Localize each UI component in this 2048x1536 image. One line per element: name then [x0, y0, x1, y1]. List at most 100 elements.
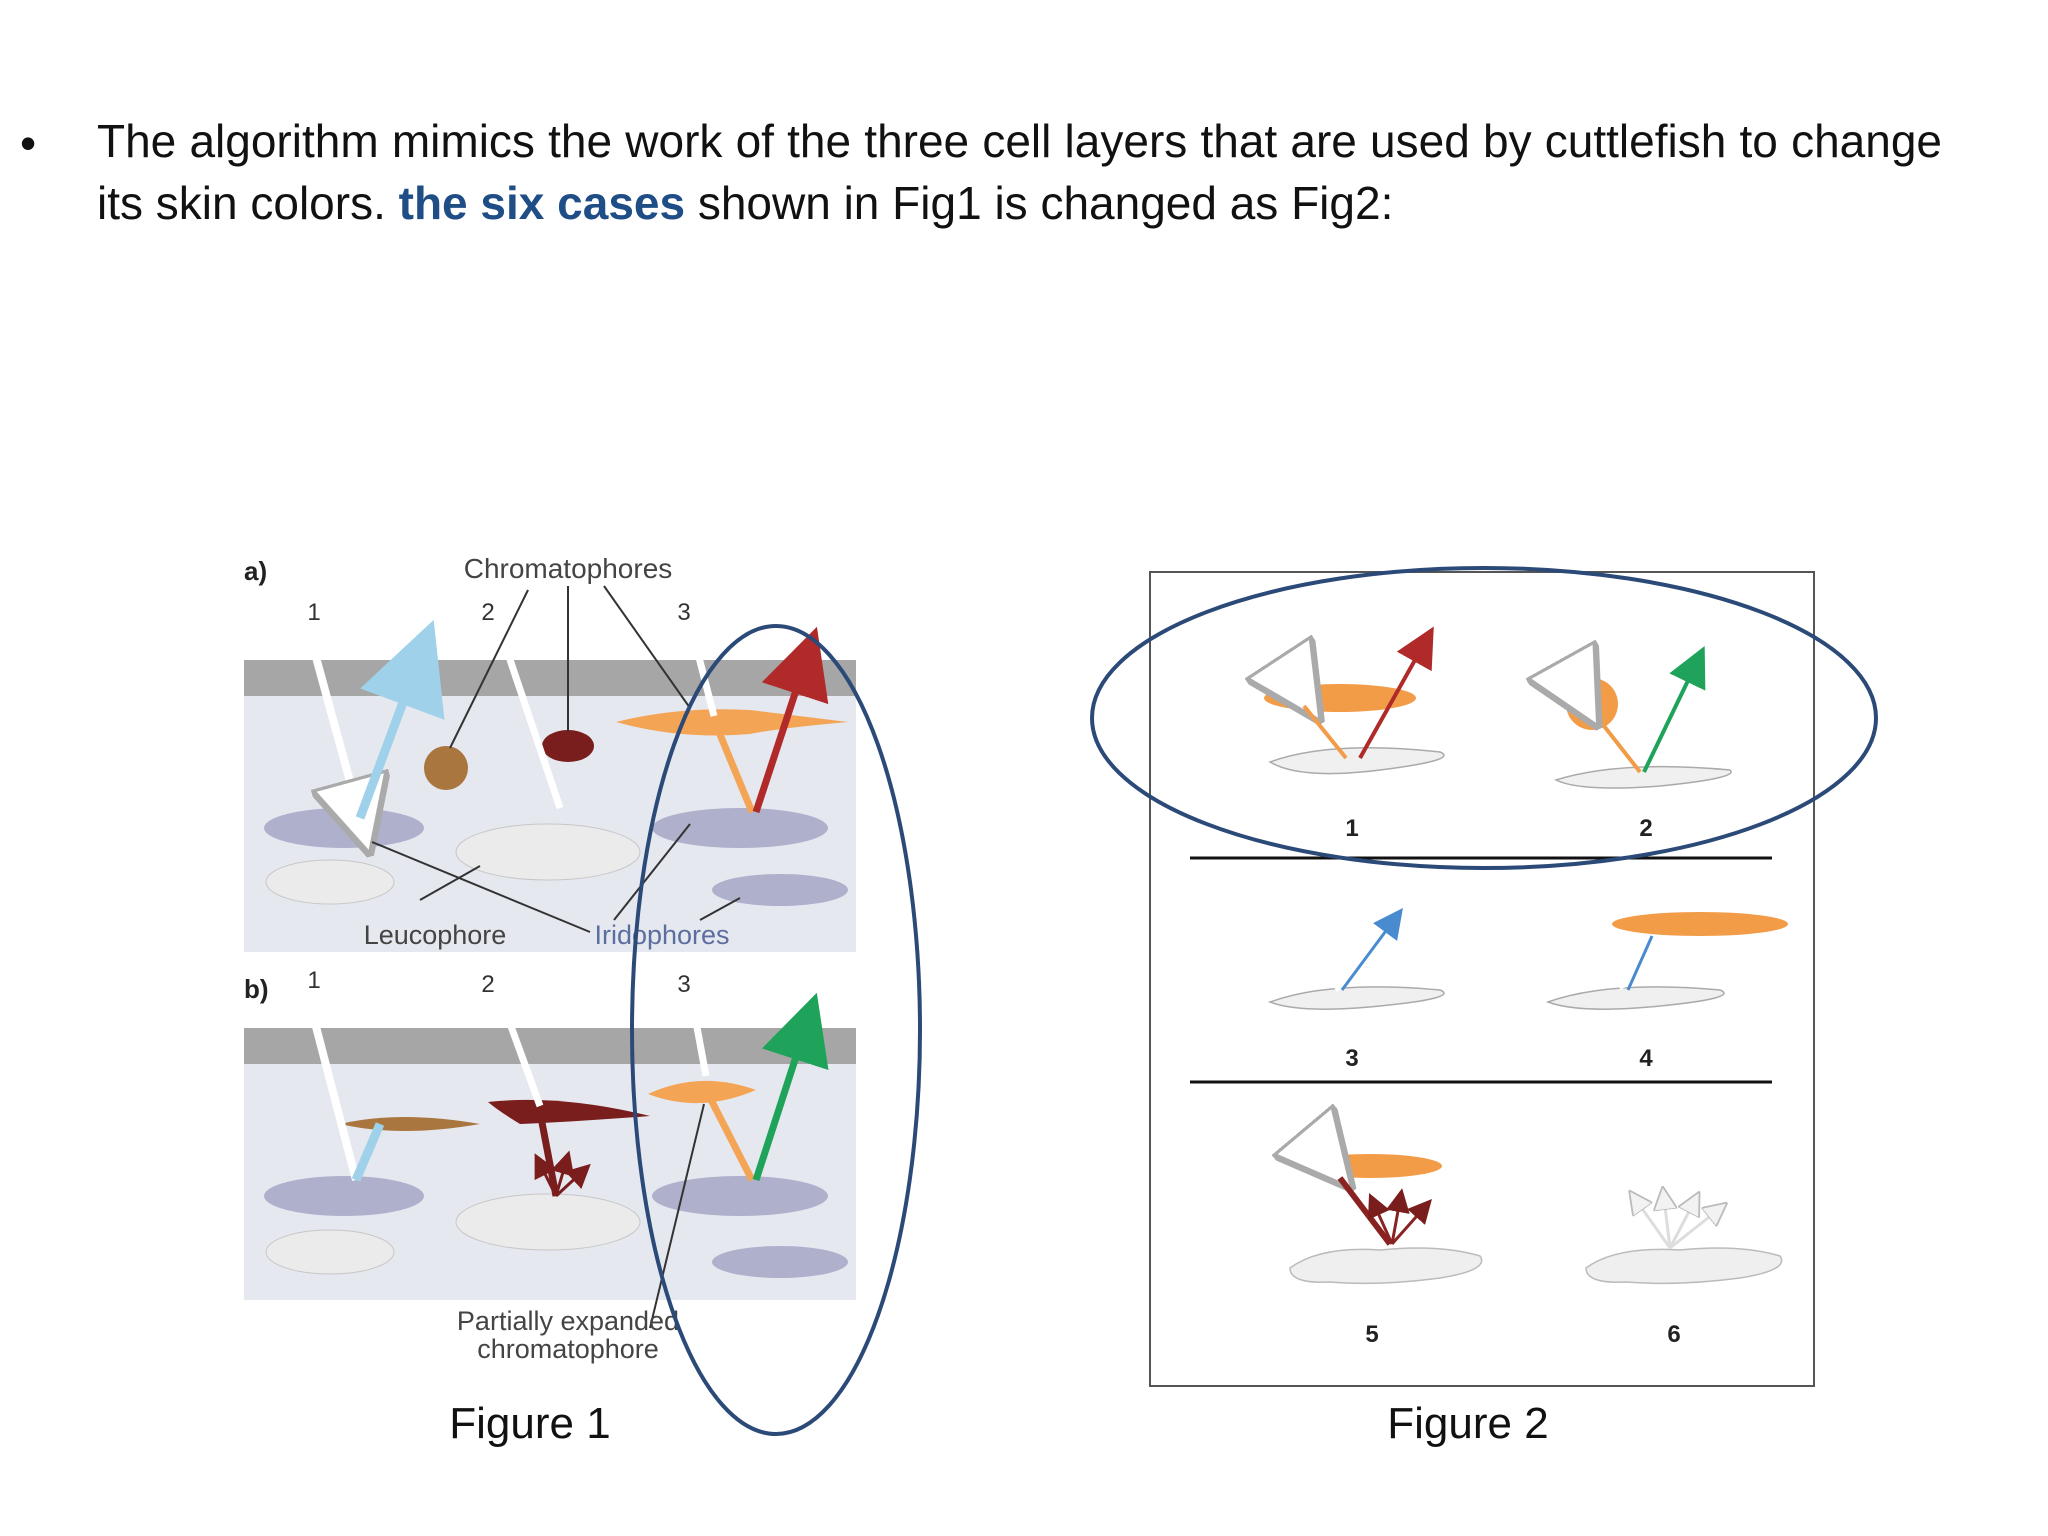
fig2-case-5-number: 5: [1365, 1321, 1378, 1348]
fig2-case-3: 3: [1267, 884, 1445, 1072]
fig1-b-case-3: 3: [677, 971, 690, 998]
fig2-case-2-number: 2: [1639, 815, 1652, 842]
reflected-light-case3: [1340, 907, 1403, 991]
scatter-case5-1: [1367, 1193, 1394, 1245]
bullet-text: The algorithm mimics the work of the thr…: [97, 110, 1942, 234]
panel-a-background: [244, 660, 856, 952]
filtered-light-b3: [702, 1088, 756, 1182]
incident-light-b1: [304, 994, 360, 1182]
fig2-case-3-number: 3: [1345, 1045, 1358, 1072]
fig2-case-6: 6: [1585, 1114, 1783, 1348]
scatter-case6-4: [1669, 1210, 1718, 1250]
scatter-b2-3: [554, 1163, 591, 1198]
scatter-case5-2: [1386, 1188, 1410, 1245]
iridophore-b3: [652, 1176, 828, 1216]
fig1-b-case-1: 1: [307, 967, 320, 994]
scatter-case5-3: [1390, 1199, 1432, 1245]
bullet-text-part1: The algorithm mimics the work of the thr…: [97, 115, 1942, 229]
panel-b-skin-layer: [244, 1028, 856, 1064]
chromatophore-brown-a: [424, 746, 468, 790]
scatter-case6-3: [1668, 1202, 1694, 1249]
reflected-light-b3: [752, 992, 829, 1182]
fig2-case-2: 2: [1550, 638, 1732, 842]
chromatophore-red-a: [542, 730, 594, 762]
partially-expanded-label-line1: Partially expanded: [457, 1306, 679, 1336]
incident-light-case5: [1276, 1095, 1328, 1160]
reflected-light-case2: [1642, 645, 1706, 773]
incident-light-case6: [1592, 1114, 1672, 1248]
leucophore-a2: [455, 823, 641, 881]
chromatophore-red-b-expanded: [488, 1099, 650, 1124]
figure-1-highlight-ellipse: [630, 624, 922, 1436]
leucophore-case4: [1545, 986, 1725, 1010]
leucophore-label: Leucophore: [364, 920, 507, 950]
fig1-a-case-1: 1: [307, 599, 320, 626]
incident-light-b3: [688, 999, 710, 1077]
panel-a-skin-layer: [244, 660, 856, 696]
incident-light-case2: [1550, 638, 1580, 694]
fig1-b-case-2: 2: [481, 971, 494, 998]
figure-2-highlight-ellipse: [1090, 566, 1878, 870]
pointer-chromatophore-1: [449, 589, 529, 749]
reflected-light-b1: [351, 1122, 385, 1182]
incident-light-a2: [496, 628, 564, 810]
fig2-case-6-number: 6: [1667, 1321, 1680, 1348]
iridophores-label: Iridophores: [594, 920, 729, 950]
scatter-b2-1: [534, 1153, 558, 1197]
bullet-marker: •: [20, 117, 37, 169]
incident-light-case4: [1572, 888, 1628, 990]
incident-light-case1: [1262, 629, 1300, 690]
absorbed-light-case5: [1337, 1176, 1393, 1246]
partially-expanded-label-line2: chromatophore: [477, 1334, 659, 1364]
chromatophores-label: Chromatophores: [464, 553, 673, 584]
reflected-light-case4: [1626, 935, 1654, 991]
leucophore-case5: [1289, 1247, 1483, 1285]
chromatophore-orange-b-partial: [648, 1080, 756, 1104]
iridophore-a3-lower: [712, 874, 848, 906]
pointer-partially-expanded: [649, 1103, 705, 1329]
figure-1-caption: Figure 1: [449, 1399, 610, 1448]
panel-b-label: b): [244, 974, 269, 1004]
leucophore-case1: [1268, 747, 1445, 775]
fig2-case-5: 5: [1276, 1095, 1483, 1348]
leucophore-b2: [455, 1193, 641, 1251]
bullet-text-part2: shown in Fig1 is changed as Fig2:: [685, 177, 1394, 229]
scatter-b2-2: [551, 1150, 575, 1197]
figure-1: a) b) Chromatophores 1 2 3 1 2 3: [244, 553, 922, 1448]
fig2-case-4-number: 4: [1639, 1045, 1653, 1072]
reflected-light-a1: [355, 619, 445, 820]
fig1-a-case-3: 3: [677, 599, 690, 626]
fig2-case-1-number: 1: [1345, 815, 1358, 842]
scatter-case6-1: [1636, 1200, 1672, 1249]
fig2-case-4: 4: [1545, 888, 1788, 1072]
chromatophore-case4: [1612, 912, 1788, 936]
incident-light-a1: [304, 626, 360, 818]
chromatophore-case5: [1298, 1154, 1442, 1178]
iridophore-a1: [264, 808, 424, 848]
figure-2: 1 2 3 4: [1090, 566, 1878, 1448]
iridophore-a3: [652, 808, 828, 848]
iridophore-b3-lower: [712, 1246, 848, 1278]
filtered-light-case2: [1602, 724, 1642, 774]
incident-light-case3: [1282, 884, 1344, 992]
filtered-light-a3: [710, 718, 756, 814]
pointer-iridophore-3: [699, 897, 741, 921]
leucophore-case6: [1585, 1247, 1783, 1285]
incident-light-a3: [688, 629, 718, 717]
bullet-paragraph: • The algorithm mimics the work of the t…: [0, 110, 2048, 260]
panel-a-label: a): [244, 556, 267, 586]
incident-light-b2: [496, 994, 544, 1108]
reflected-light-a3: [752, 626, 829, 814]
pointer-chromatophore-3: [603, 585, 691, 709]
bullet-highlight: the six cases: [398, 177, 686, 229]
leucophore-case2: [1553, 765, 1732, 789]
figure-2-caption: Figure 2: [1387, 1399, 1548, 1448]
scatter-case6-2: [1664, 1198, 1670, 1249]
reflected-light-case1: [1358, 626, 1434, 759]
leucophore-case3: [1267, 986, 1445, 1010]
fig2-case-1: 1: [1262, 626, 1445, 842]
pointer-leucophore: [419, 865, 481, 901]
fig1-a-case-2: 2: [481, 599, 494, 626]
leucophore-b1: [265, 1229, 395, 1275]
